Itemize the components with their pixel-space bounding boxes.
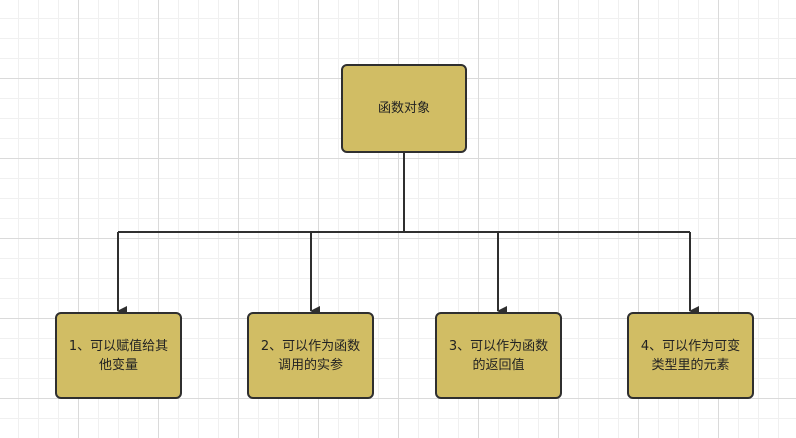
child-node-label: 3、可以作为函数的返回值 xyxy=(448,338,549,373)
child-node-label: 2、可以作为函数调用的实参 xyxy=(260,338,361,373)
child-node-assign-to-variable[interactable]: 1、可以赋值给其他变量 xyxy=(55,312,182,399)
root-node-function-object[interactable]: 函数对象 xyxy=(341,64,467,153)
child-node-label: 1、可以赋值给其他变量 xyxy=(68,338,169,373)
child-node-label: 4、可以作为可变类型里的元素 xyxy=(640,338,741,373)
child-node-container-element[interactable]: 4、可以作为可变类型里的元素 xyxy=(627,312,754,399)
child-node-function-argument[interactable]: 2、可以作为函数调用的实参 xyxy=(247,312,374,399)
child-node-return-value[interactable]: 3、可以作为函数的返回值 xyxy=(435,312,562,399)
root-node-label: 函数对象 xyxy=(377,101,430,116)
